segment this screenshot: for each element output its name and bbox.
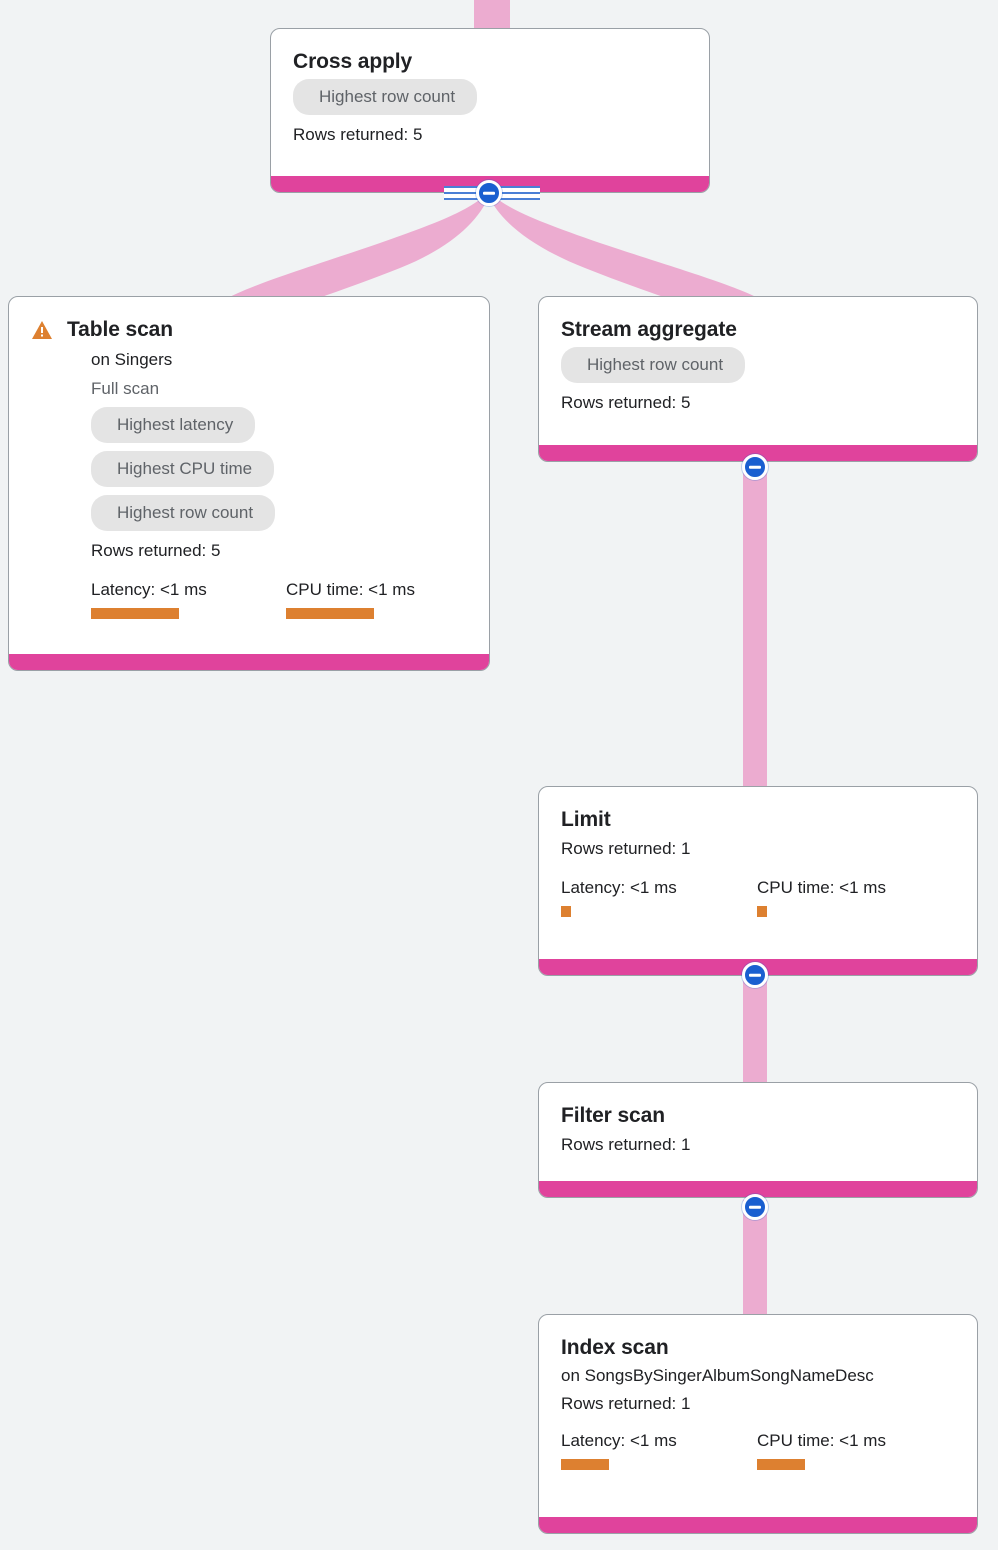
node-stream-aggregate-chips: Highest row count: [561, 343, 955, 387]
node-cross-apply-title: Cross apply: [293, 50, 413, 73]
node-filter-scan[interactable]: Filter scan Rows returned: 1: [538, 1082, 978, 1198]
metric-cpu-time: CPU time: <1 ms: [286, 579, 415, 619]
metric-cpu-time: CPU time: <1 ms: [757, 1430, 886, 1470]
node-table-scan-title: Table scan: [67, 318, 173, 341]
metric-latency-label: Latency: <1 ms: [561, 878, 677, 897]
collapse-toggle-limit[interactable]: [742, 962, 768, 988]
edge-stream-aggregate-to-limit: [743, 462, 767, 792]
metric-cpu-time-label: CPU time: <1 ms: [286, 580, 415, 599]
node-index-scan[interactable]: Index scan on SongsBySingerAlbumSongName…: [538, 1314, 978, 1534]
chip-highest-row-count: Highest row count: [561, 347, 746, 383]
node-stream-aggregate-rows: Rows returned: 5: [561, 393, 691, 412]
node-cross-apply-chips: Highest row count: [293, 75, 687, 119]
node-table-scan-details: on Singers Full scan Highest latency Hig…: [91, 345, 467, 619]
node-index-scan-header: Index scan: [561, 1335, 955, 1361]
node-stream-aggregate-accent-bar: [539, 445, 977, 461]
node-cross-apply-body: Cross apply Highest row count Rows retur…: [271, 29, 709, 176]
node-limit-title: Limit: [561, 808, 611, 831]
warning-triangle-icon: [31, 320, 53, 345]
node-stream-aggregate-body: Stream aggregate Highest row count Rows …: [539, 297, 977, 445]
metric-latency-label: Latency: <1 ms: [561, 1431, 677, 1450]
node-filter-scan-header: Filter scan: [561, 1103, 955, 1129]
node-limit[interactable]: Limit Rows returned: 1 Latency: <1 ms CP…: [538, 786, 978, 976]
metric-cpu-time-bar: [757, 1459, 805, 1470]
node-stream-aggregate-title: Stream aggregate: [561, 318, 737, 341]
node-table-scan-target: on Singers: [91, 350, 173, 369]
metric-latency: Latency: <1 ms: [561, 877, 757, 917]
node-filter-scan-rows: Rows returned: 1: [561, 1135, 691, 1154]
node-index-scan-accent-bar: [539, 1517, 977, 1533]
chip-highest-latency: Highest latency: [91, 407, 256, 443]
node-table-scan-body: Table scan on Singers Full scan Highest …: [9, 297, 489, 654]
node-filter-scan-accent-bar: [539, 1181, 977, 1197]
metric-latency: Latency: <1 ms: [91, 579, 286, 619]
node-table-scan-metrics: Latency: <1 ms CPU time: <1 ms: [91, 579, 467, 619]
node-table-scan-chips: Highest latency: [91, 403, 467, 447]
metric-cpu-time-label: CPU time: <1 ms: [757, 878, 886, 897]
collapse-toggle-stream-aggregate[interactable]: [742, 454, 768, 480]
node-table-scan[interactable]: Table scan on Singers Full scan Highest …: [8, 296, 490, 671]
node-limit-metrics: Latency: <1 ms CPU time: <1 ms: [561, 877, 955, 917]
node-filter-scan-body: Filter scan Rows returned: 1: [539, 1083, 977, 1181]
node-index-scan-target: on SongsBySingerAlbumSongNameDesc: [561, 1366, 874, 1385]
node-limit-header: Limit: [561, 807, 955, 833]
node-filter-scan-title: Filter scan: [561, 1104, 665, 1127]
metric-latency-bar: [91, 608, 179, 619]
metric-cpu-time: CPU time: <1 ms: [757, 877, 886, 917]
chip-highest-cpu-time: Highest CPU time: [91, 451, 275, 487]
node-index-scan-metrics: Latency: <1 ms CPU time: <1 ms: [561, 1430, 955, 1470]
node-cross-apply[interactable]: Cross apply Highest row count Rows retur…: [270, 28, 710, 193]
node-table-scan-rows: Rows returned: 5: [91, 541, 221, 560]
node-limit-rows: Rows returned: 1: [561, 839, 691, 858]
node-index-scan-body: Index scan on SongsBySingerAlbumSongName…: [539, 1315, 977, 1517]
node-limit-body: Limit Rows returned: 1 Latency: <1 ms CP…: [539, 787, 977, 959]
metric-cpu-time-label: CPU time: <1 ms: [757, 1431, 886, 1450]
edge-into-cross-apply: [474, 0, 510, 30]
node-stream-aggregate-header: Stream aggregate: [561, 317, 955, 343]
node-cross-apply-header: Cross apply: [293, 49, 687, 75]
metric-cpu-time-bar: [757, 906, 767, 917]
node-table-scan-scan-type: Full scan: [91, 379, 160, 398]
chip-highest-row-count: Highest row count: [293, 79, 478, 115]
chip-highest-row-count: Highest row count: [91, 495, 276, 531]
node-index-scan-title: Index scan: [561, 1336, 669, 1359]
node-cross-apply-rows: Rows returned: 5: [293, 125, 423, 144]
node-stream-aggregate[interactable]: Stream aggregate Highest row count Rows …: [538, 296, 978, 462]
metric-latency: Latency: <1 ms: [561, 1430, 757, 1470]
collapse-toggle-cross-apply[interactable]: [476, 180, 502, 206]
metric-latency-label: Latency: <1 ms: [91, 580, 207, 599]
node-index-scan-rows: Rows returned: 1: [561, 1394, 691, 1413]
node-table-scan-header: Table scan: [31, 317, 467, 345]
metric-latency-bar: [561, 906, 571, 917]
metric-cpu-time-bar: [286, 608, 374, 619]
collapse-toggle-filter-scan[interactable]: [742, 1194, 768, 1220]
node-table-scan-accent-bar: [9, 654, 489, 670]
metric-latency-bar: [561, 1459, 609, 1470]
